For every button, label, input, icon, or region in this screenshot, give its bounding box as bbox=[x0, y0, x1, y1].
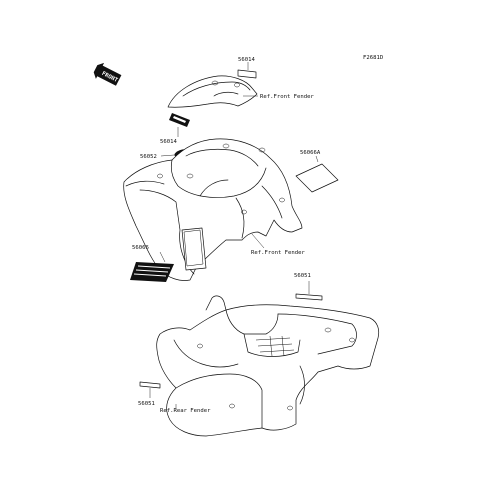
part-56014-mid-label: 56014 bbox=[160, 139, 177, 145]
front-cover-part bbox=[167, 75, 258, 108]
ref-front-fender-mid-label: Ref.Front Fender bbox=[251, 250, 306, 256]
ref-rear-fender-label: Ref.Rear Fender bbox=[160, 408, 211, 414]
front-direction-marker: FRONT bbox=[93, 62, 122, 86]
decal-56051-left: 56051 bbox=[138, 381, 161, 407]
part-56066A-label: 56066A bbox=[300, 150, 321, 156]
part-56051-right-label: 56051 bbox=[294, 273, 311, 279]
part-56014-top-label: 56014 bbox=[238, 57, 255, 63]
label-decal-56014-top: 56014 bbox=[237, 57, 257, 79]
label-decal-56014-mid: 56014 bbox=[160, 113, 190, 145]
decal-56066A: 56066A bbox=[295, 150, 339, 193]
figure-code: F2681D bbox=[363, 55, 384, 61]
front-arrow-icon bbox=[93, 62, 122, 86]
decal-56066: 56066 bbox=[130, 245, 174, 282]
part-56066-label: 56066 bbox=[132, 245, 149, 251]
ref-front-fender-top-label: Ref.Front Fender bbox=[260, 94, 315, 100]
front-fender-part bbox=[123, 138, 303, 281]
part-56052-label: 56052 bbox=[140, 154, 157, 160]
part-56051-left-label: 56051 bbox=[138, 401, 155, 407]
rear-fender-part bbox=[156, 295, 380, 437]
decal-56051-right: 56051 bbox=[294, 273, 323, 301]
